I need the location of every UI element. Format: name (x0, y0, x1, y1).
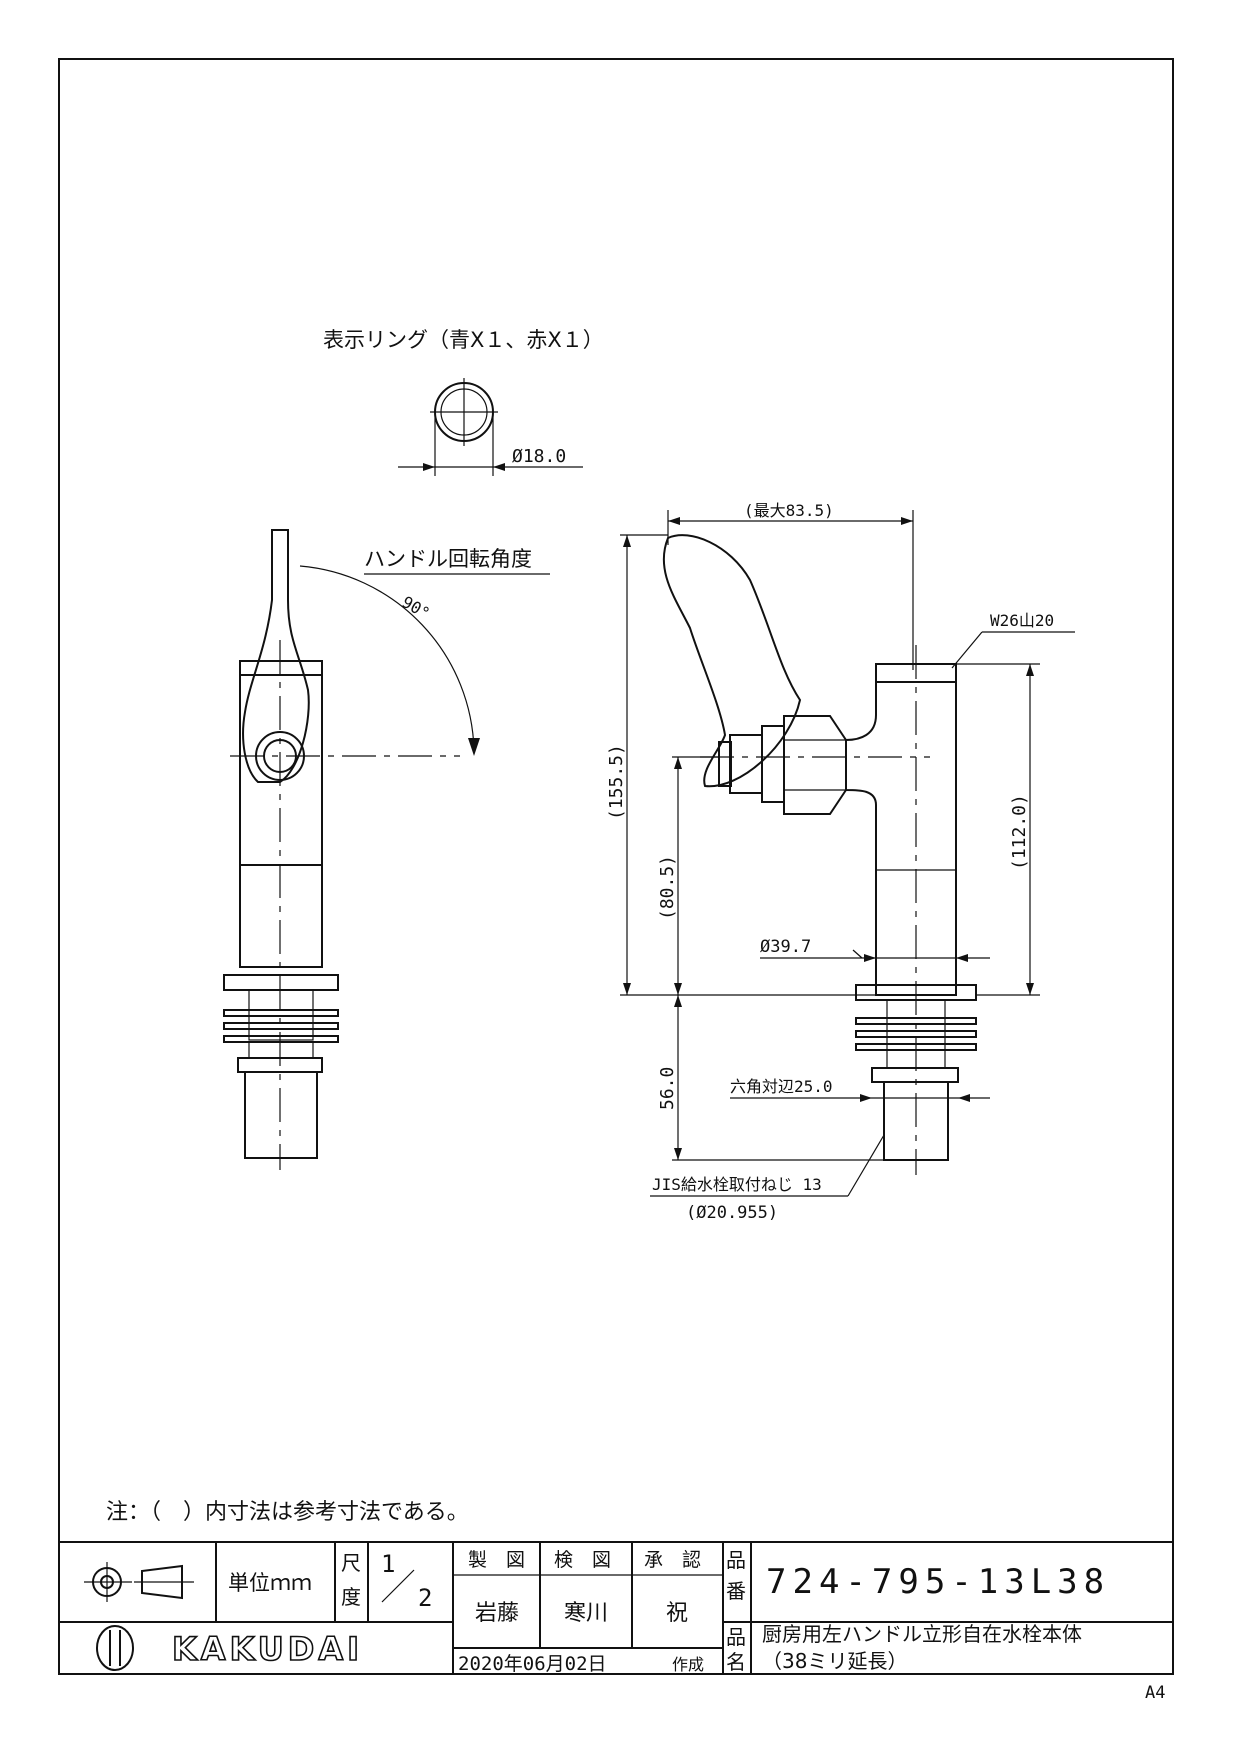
diameter-dim: Ø39.7 (760, 937, 811, 957)
shank-length-dim: 56.0 (657, 1067, 678, 1110)
creation-date-suffix: 作成 (672, 1655, 704, 1674)
max-width-dim: (最大83.5) (744, 501, 834, 520)
part-no-label-1: 品 (726, 1548, 746, 1572)
paper-size: A4 (1145, 1683, 1165, 1703)
hex-dim: 六角対辺25.0 (730, 1077, 833, 1096)
company-logo: KAKUDAI (96, 1625, 363, 1671)
thread-dim: W26山20 (990, 611, 1054, 630)
scale-label-1: 尺 (341, 1551, 361, 1575)
indicator-ring-view: 表示リング（青X１、赤X１） Ø18.0 (323, 328, 604, 476)
reference-note: 注：（ ）内寸法は参考寸法である。 (106, 1500, 469, 1525)
handle-rotation-label: ハンドル回転角度 (364, 547, 532, 571)
approved-header: 承 認 (644, 1549, 701, 1571)
creation-date: 2020年06月02日 (458, 1653, 607, 1675)
jis-thread-dim: JIS給水栓取付ねじ 13 (652, 1175, 822, 1194)
handle-height-dim: (80.5) (657, 855, 678, 920)
title-block: 単位ｍｍ 尺 度 1 2 製 図 検 図 承 認 岩藤 寒川 祝 品 番 724… (58, 1541, 1174, 1675)
projection-symbol-icon (84, 1562, 194, 1602)
checked-header: 検 図 (554, 1549, 611, 1571)
name-label-1: 品 (726, 1625, 746, 1649)
side-view: ハンドル回転角度 90° (223, 529, 550, 1170)
front-view: (最大83.5) W26山20 (155.5) (80.5) 56.0 (112… (606, 501, 1075, 1223)
approved-by: 祝 (666, 1601, 688, 1626)
name-label-2: 名 (726, 1650, 746, 1674)
unit-label: 単位ｍｍ (228, 1571, 312, 1595)
scale-denominator: 2 (418, 1584, 432, 1612)
jis-diameter-dim: (Ø20.955) (686, 1203, 778, 1223)
body-height-dim: (112.0) (1009, 794, 1030, 870)
scale-label-2: 度 (341, 1585, 361, 1609)
overall-height-dim: (155.5) (606, 744, 627, 820)
part-number: 724-795-13L38 (766, 1562, 1110, 1602)
drawn-header: 製 図 (468, 1549, 525, 1571)
company-name: KAKUDAI (172, 1630, 363, 1668)
product-name-line1: 厨房用左ハンドル立形自在水栓本体 (762, 1622, 1082, 1646)
product-name-line2: （38ミリ延長） (762, 1649, 907, 1673)
scale-numerator: 1 (381, 1550, 395, 1578)
drawn-by: 岩藤 (475, 1601, 519, 1626)
ring-label: 表示リング（青X１、赤X１） (323, 328, 604, 352)
sheet-border (58, 58, 1174, 1675)
ring-diameter-dim: Ø18.0 (512, 446, 566, 467)
part-no-label-2: 番 (726, 1579, 746, 1603)
rotation-angle: 90° (399, 592, 434, 623)
checked-by: 寒川 (564, 1601, 608, 1626)
